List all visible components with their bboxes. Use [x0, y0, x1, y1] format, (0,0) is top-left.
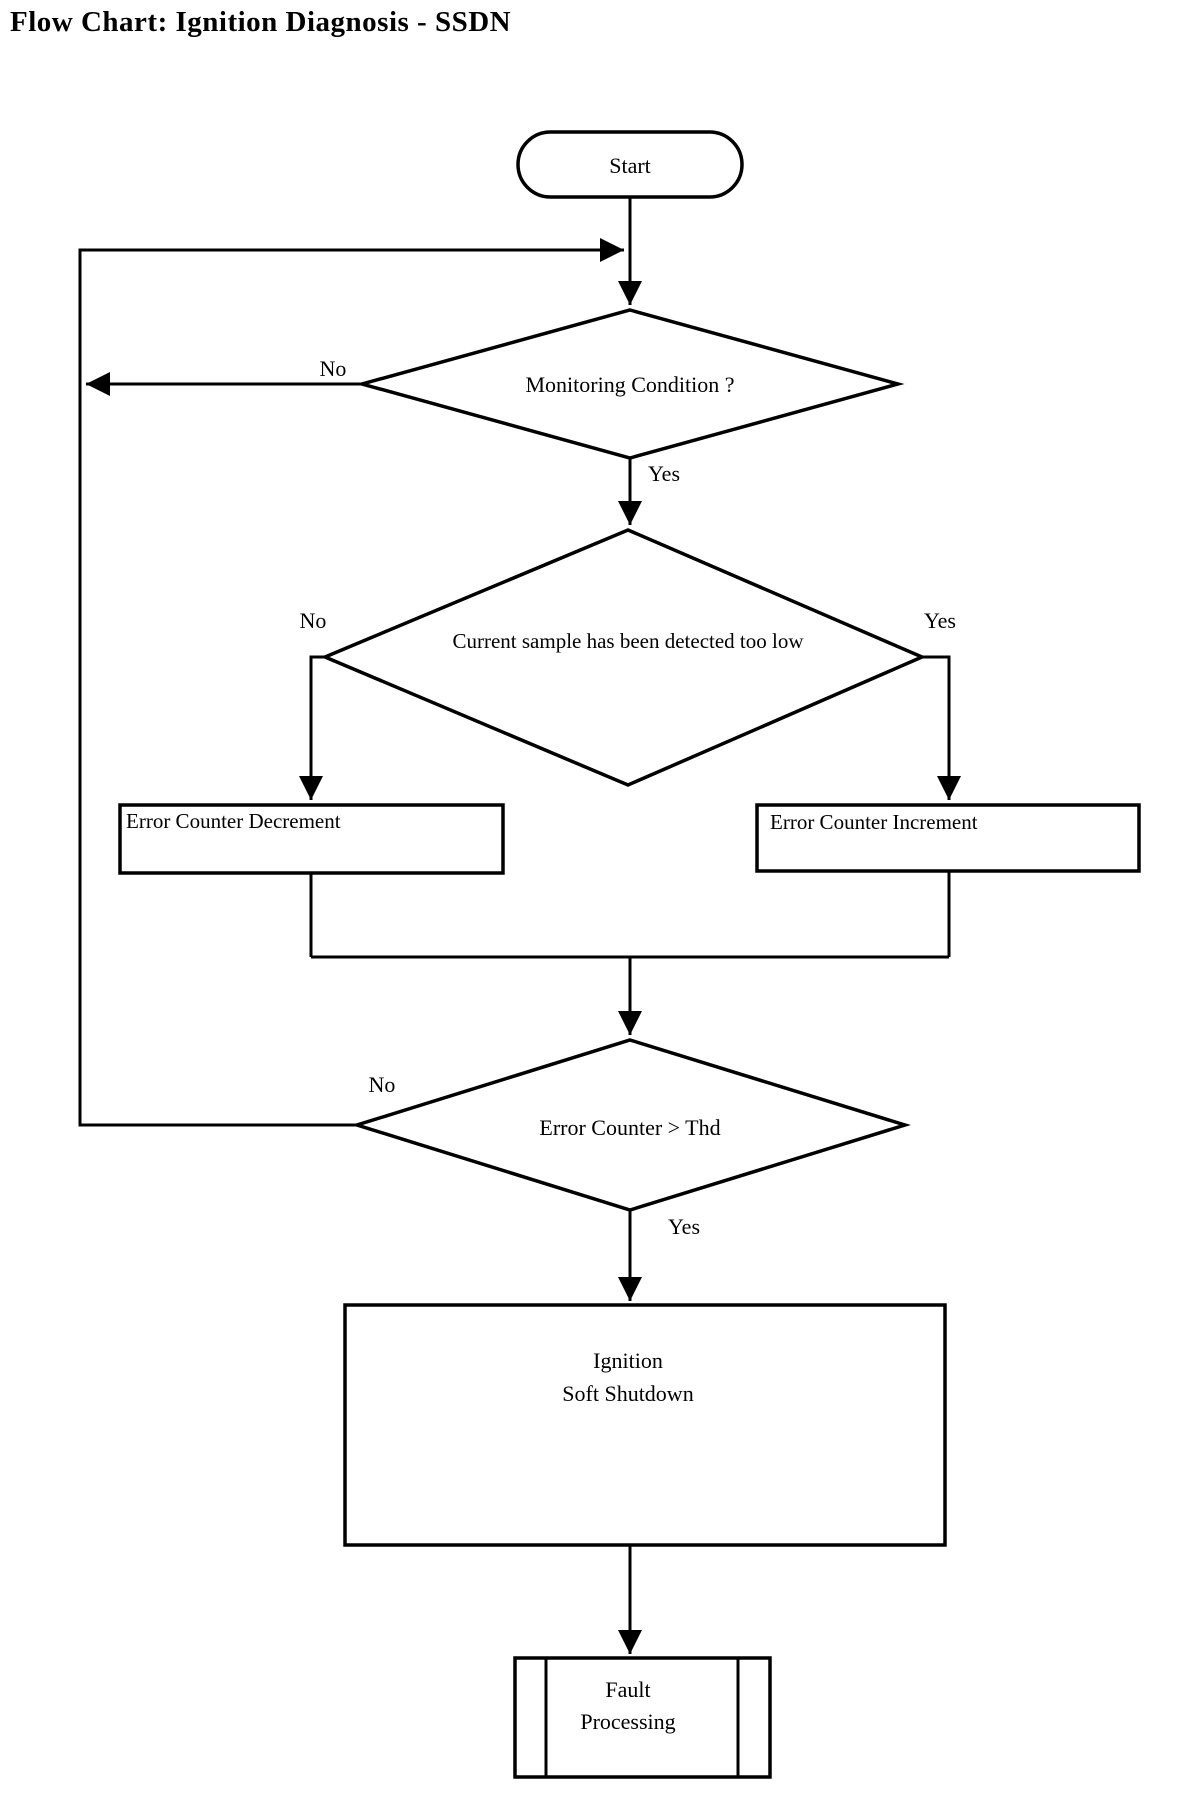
node-current-sample-low: Current sample has been detected too low: [320, 528, 927, 787]
node-ignition-soft-shutdown: Ignition Soft Shutdown: [343, 1303, 947, 1547]
monitoring-condition-diamond: [355, 308, 905, 460]
fault-processing-label-line1: Fault: [605, 1677, 650, 1702]
edge-sample-yes: [922, 655, 961, 800]
error-counter-increment-label: Error Counter Increment: [770, 810, 978, 834]
fault-processing-label-line2: Processing: [580, 1709, 675, 1734]
ignition-soft-shutdown-label-line2: Soft Shutdown: [562, 1381, 693, 1406]
current-sample-low-diamond: [320, 528, 927, 787]
monitoring-condition-label: Monitoring Condition ?: [526, 372, 735, 397]
ignition-soft-shutdown-label-line1: Ignition: [593, 1348, 663, 1373]
node-start: Start: [516, 130, 744, 199]
sample-no-label: No: [300, 608, 327, 633]
node-monitoring-condition: Monitoring Condition ?: [355, 308, 905, 460]
edge-sample-no: [299, 655, 325, 800]
error-counter-gt-thd-diamond: [351, 1038, 911, 1212]
monitoring-no-label: No: [320, 356, 347, 381]
current-sample-low-label: Current sample has been detected too low: [452, 629, 804, 653]
fault-processing-box: [513, 1656, 772, 1779]
monitoring-yes-label: Yes: [648, 461, 680, 486]
start-terminator-shape: [516, 130, 744, 199]
node-fault-processing: Fault Processing: [513, 1656, 772, 1779]
counter-yes-label: Yes: [668, 1214, 700, 1239]
error-counter-decrement-box: [118, 803, 505, 875]
node-error-counter-gt-thd: Error Counter > Thd: [351, 1038, 911, 1212]
error-counter-increment-box: [755, 803, 1141, 873]
node-error-counter-increment: Error Counter Increment: [755, 803, 1141, 873]
ignition-soft-shutdown-box: [343, 1303, 947, 1547]
node-error-counter-decrement: Error Counter Decrement: [118, 803, 505, 875]
sample-yes-label: Yes: [924, 608, 956, 633]
page-title: Flow Chart: Ignition Diagnosis - SSDN: [10, 6, 512, 38]
edge-counter-no-loop-return: [78, 238, 624, 1127]
error-counter-decrement-label: Error Counter Decrement: [126, 809, 341, 833]
start-label: Start: [609, 153, 651, 178]
counter-no-label: No: [369, 1072, 396, 1097]
error-counter-gt-thd-label: Error Counter > Thd: [539, 1115, 720, 1140]
